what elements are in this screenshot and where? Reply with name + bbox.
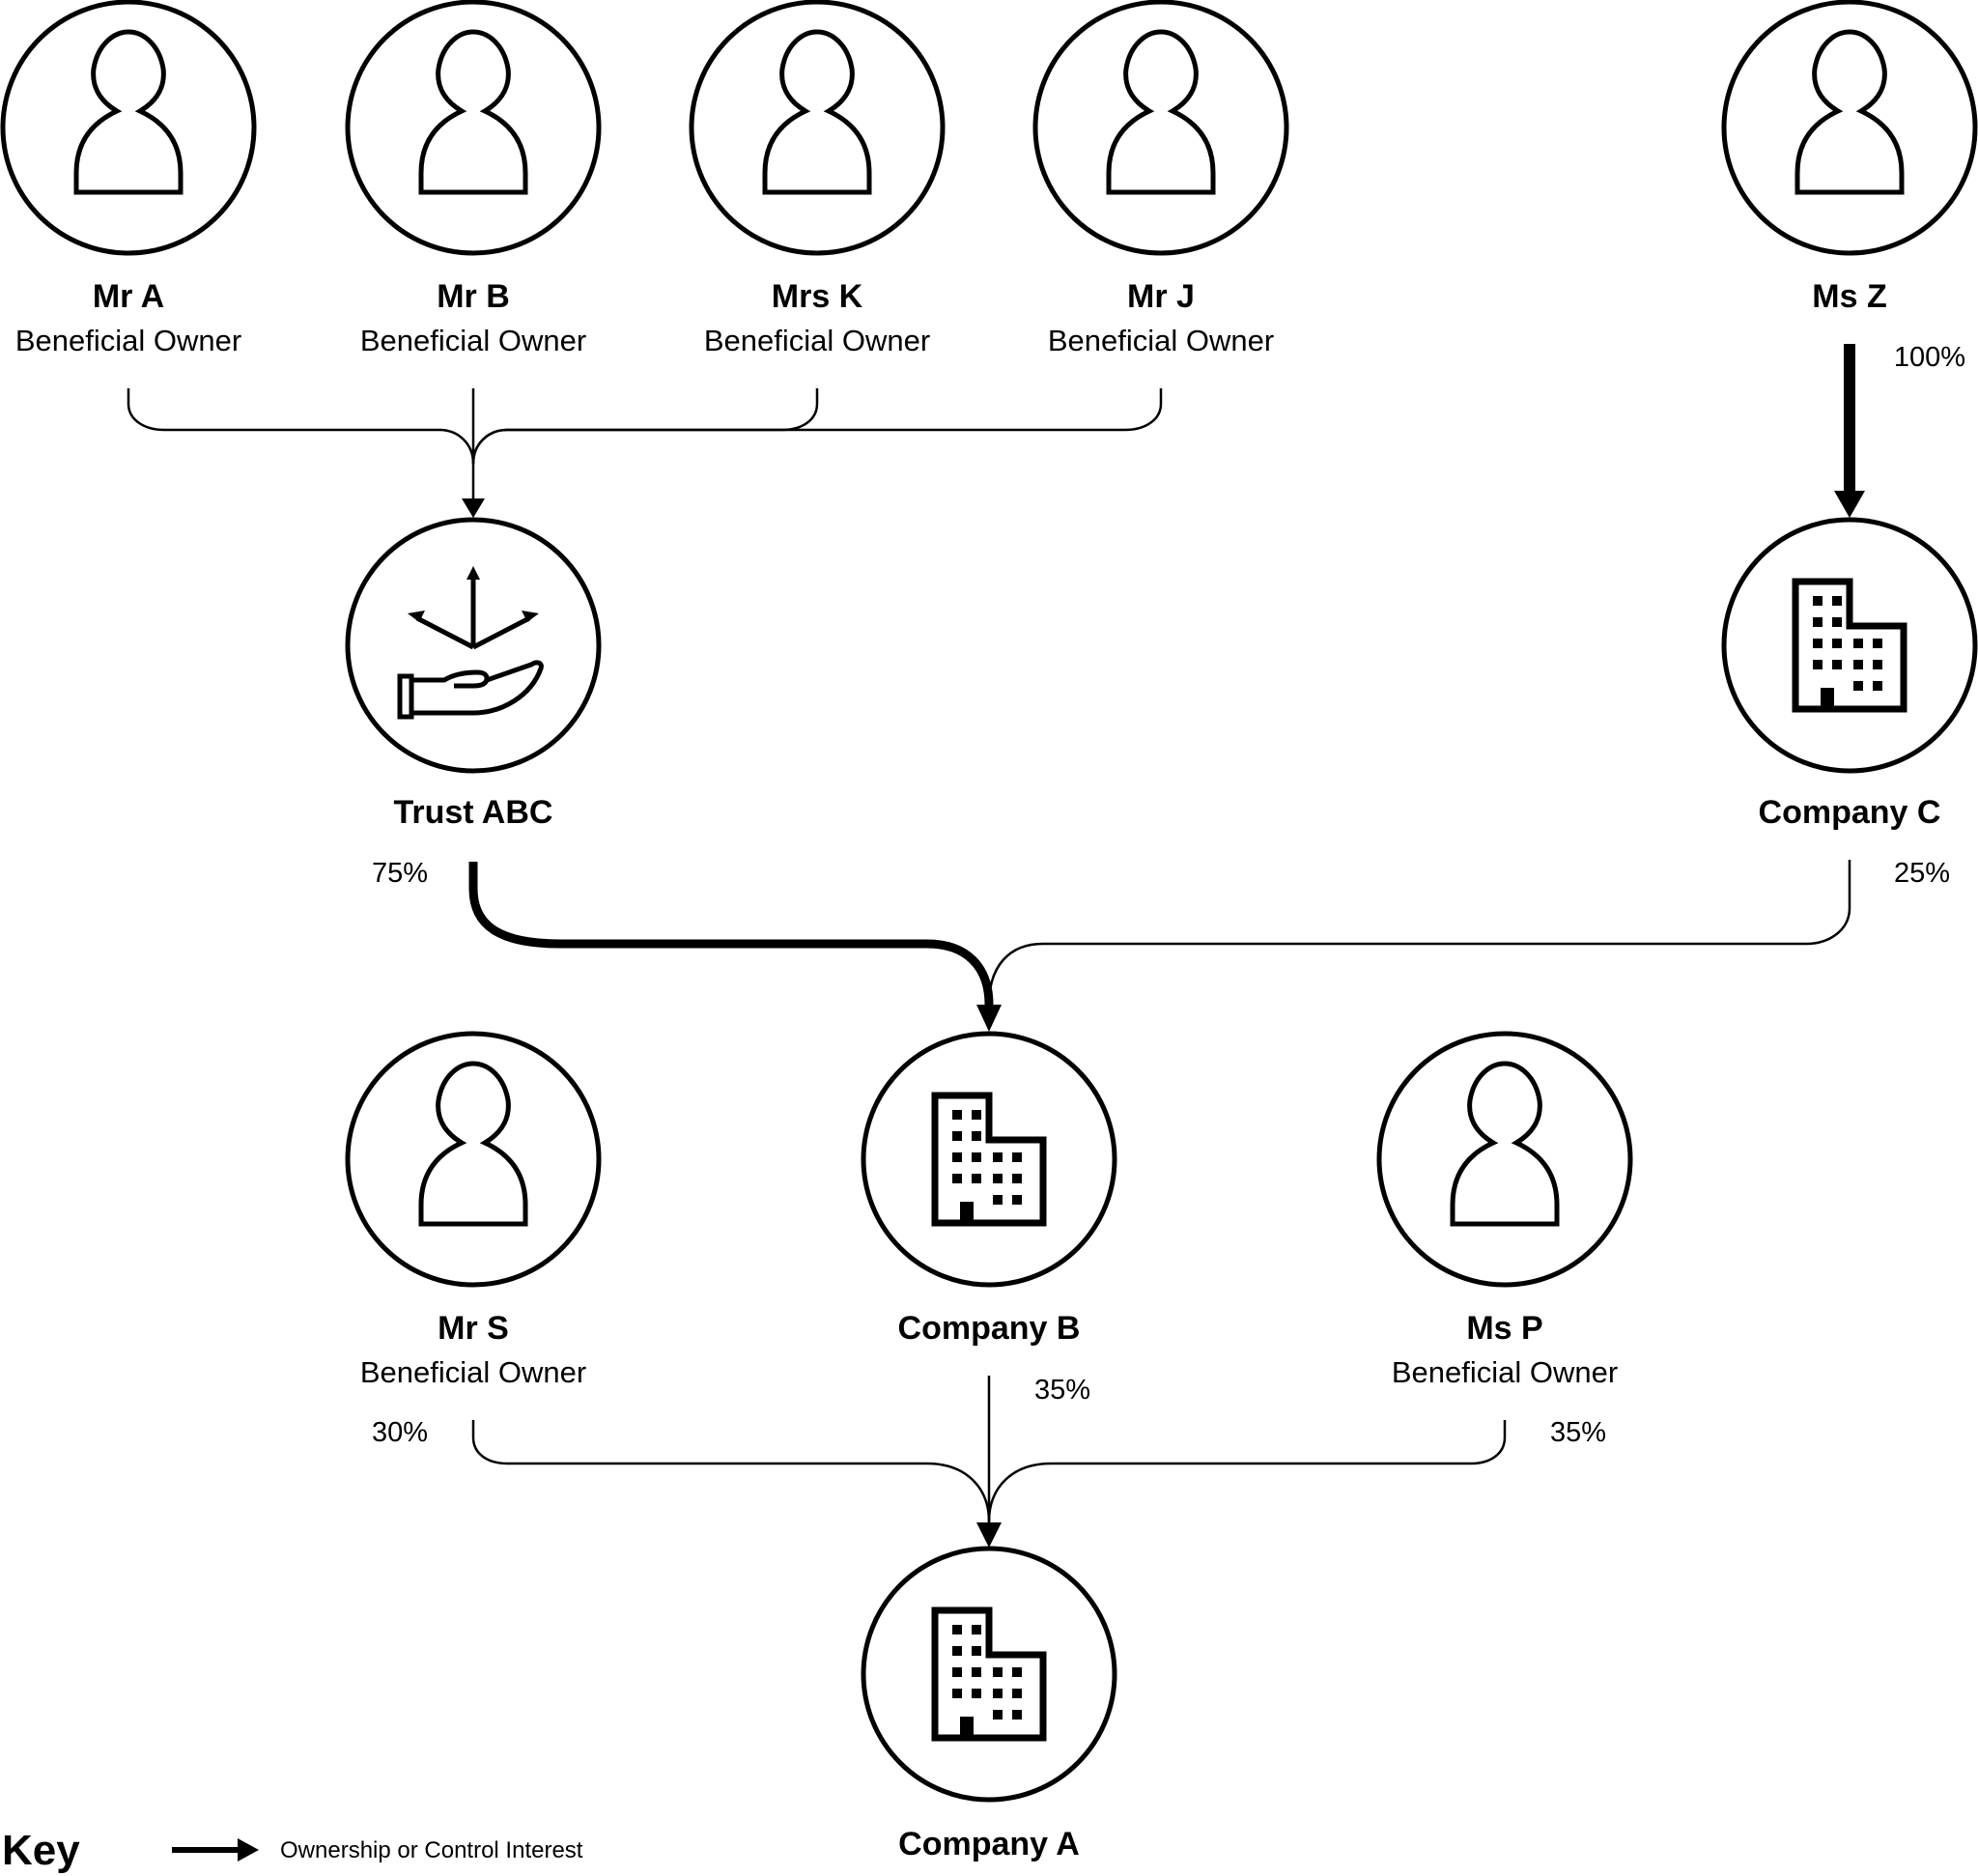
node-ms-p: Ms P Beneficial Owner — [1376, 1031, 1633, 1389]
node-name: Company C — [1759, 794, 1941, 831]
node-role: Beneficial Owner — [704, 324, 930, 357]
node-mr-a: Mr A Beneficial Owner — [0, 0, 257, 357]
edge-label-company-c: 25% — [1894, 858, 1950, 889]
edge-label-ms-p: 35% — [1550, 1417, 1606, 1448]
node-company-a: Company A — [861, 1546, 1117, 1862]
node-name: Trust ABC — [394, 794, 553, 831]
edge-label-ms-z: 100% — [1894, 342, 1965, 373]
key-title: Key — [2, 1827, 80, 1874]
edge-company-c-company-b — [987, 860, 1851, 1006]
node-company-c: Company C — [1721, 517, 1978, 831]
node-role: Beneficial Owner — [1392, 1355, 1618, 1389]
node-name: Company A — [898, 1826, 1080, 1862]
edge-mr-a-trust — [127, 388, 475, 465]
node-name: Mrs K — [772, 278, 863, 315]
node-role: Beneficial Owner — [15, 324, 241, 357]
edge-mr-s-company-a — [471, 1420, 991, 1522]
node-mrs-k: Mrs K Beneficial Owner — [689, 0, 946, 357]
node-name: Mr A — [93, 278, 164, 315]
node-name: Mr S — [438, 1310, 509, 1347]
node-role: Beneficial Owner — [1048, 324, 1274, 357]
edge-label-company-b: 35% — [1034, 1375, 1090, 1406]
arrowhead-trust — [462, 498, 485, 518]
edge-label-mr-s: 30% — [372, 1417, 428, 1448]
edge-mr-j-trust — [471, 388, 1163, 465]
edge-trust-company-b — [468, 862, 994, 1006]
edge-label-trust: 75% — [372, 858, 428, 889]
key-arrow-head — [238, 1838, 259, 1862]
arrowhead-company-a — [976, 1522, 1002, 1548]
node-ms-z: Ms Z — [1721, 0, 1978, 315]
arrowhead-company-b — [976, 1005, 1002, 1032]
node-role: Beneficial Owner — [360, 324, 586, 357]
node-mr-b: Mr B Beneficial Owner — [345, 0, 602, 357]
key-legend: Key Ownership or Control Interest — [2, 1827, 583, 1874]
node-company-b: Company B — [861, 1031, 1117, 1347]
edge-mrs-k-trust — [471, 388, 819, 465]
key-label: Ownership or Control Interest — [280, 1837, 583, 1863]
edge-ms-p-company-a — [987, 1420, 1507, 1522]
node-mr-s: Mr S Beneficial Owner — [345, 1031, 602, 1389]
node-name: Mr J — [1127, 278, 1195, 315]
node-name: Company B — [898, 1310, 1081, 1347]
node-name: Mr B — [437, 278, 510, 315]
node-mr-j: Mr J Beneficial Owner — [1032, 0, 1289, 357]
node-name: Ms P — [1466, 1310, 1542, 1347]
arrowhead-company-c — [1834, 491, 1865, 518]
node-trust-abc: Trust ABC — [345, 517, 602, 831]
node-name: Ms Z — [1812, 278, 1886, 315]
node-role: Beneficial Owner — [360, 1355, 586, 1389]
